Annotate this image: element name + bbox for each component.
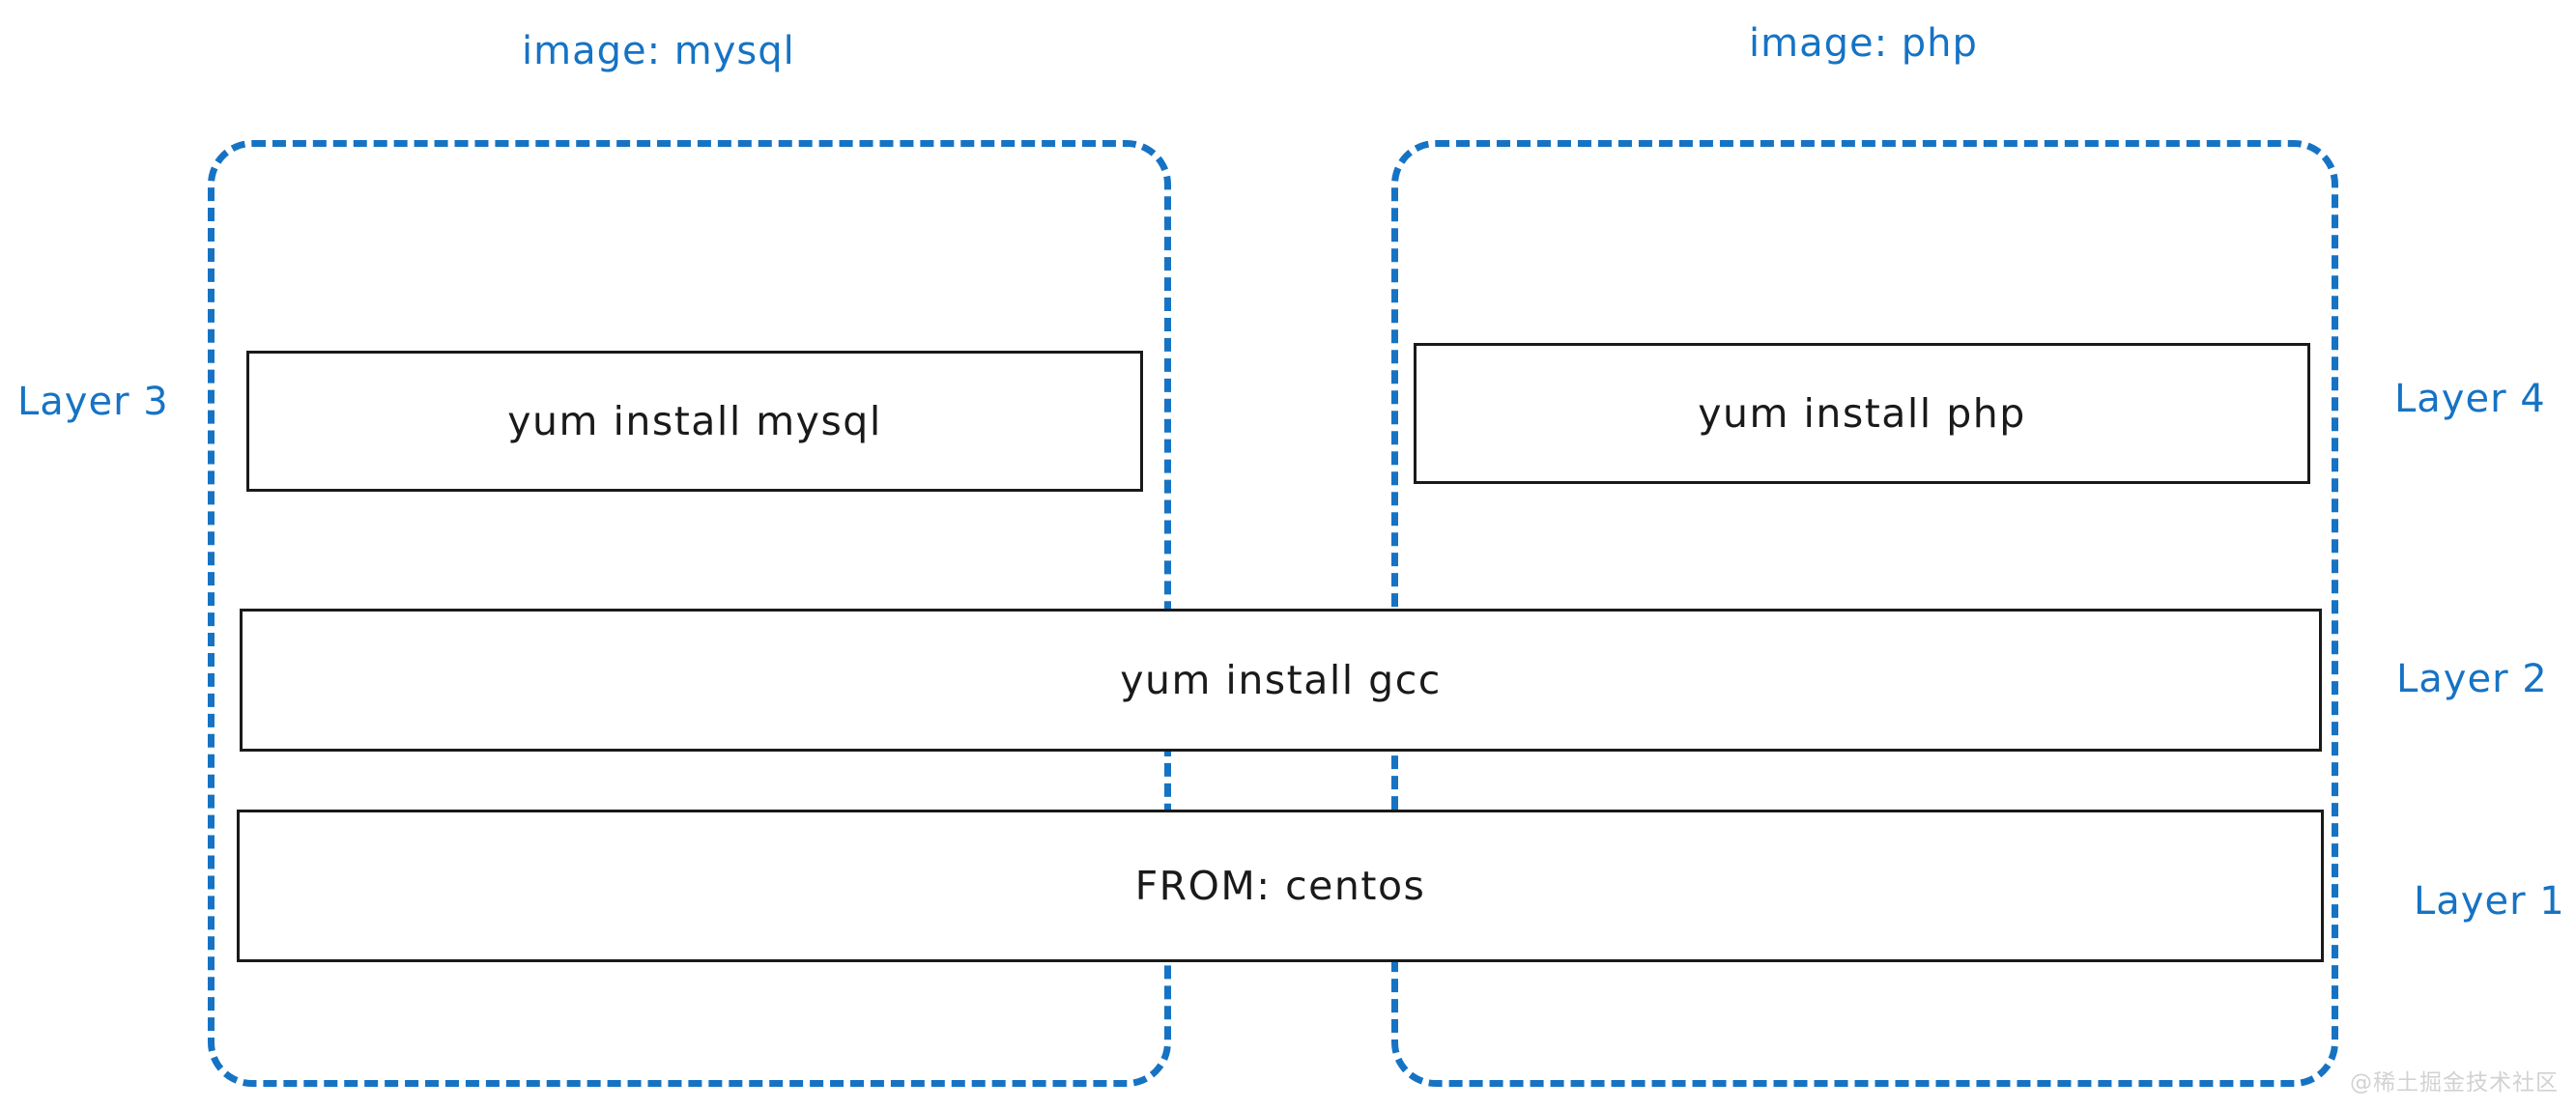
layer-tag-layer-2: Layer 2: [2396, 657, 2548, 701]
layer-box-label: FROM: centos: [1134, 863, 1426, 909]
group-caption-php: image: php: [1749, 21, 1978, 66]
layer-box-label: yum install gcc: [1120, 657, 1442, 703]
layer-box-from-centos: FROM: centos: [237, 810, 2324, 962]
layer-tag-layer-4: Layer 4: [2394, 377, 2546, 421]
layer-box-yum-install-mysql: yum install mysql: [246, 351, 1143, 492]
group-caption-mysql: image: mysql: [522, 29, 795, 73]
layer-box-yum-install-php: yum install php: [1414, 343, 2310, 484]
layer-box-label: yum install mysql: [507, 398, 882, 444]
layer-box-yum-install-gcc: yum install gcc: [240, 609, 2322, 752]
layer-tag-layer-3: Layer 3: [17, 380, 169, 424]
layer-box-label: yum install php: [1698, 390, 2026, 437]
watermark: @稀土掘金技术社区: [2350, 1070, 2559, 1096]
layer-tag-layer-1: Layer 1: [2414, 879, 2565, 924]
